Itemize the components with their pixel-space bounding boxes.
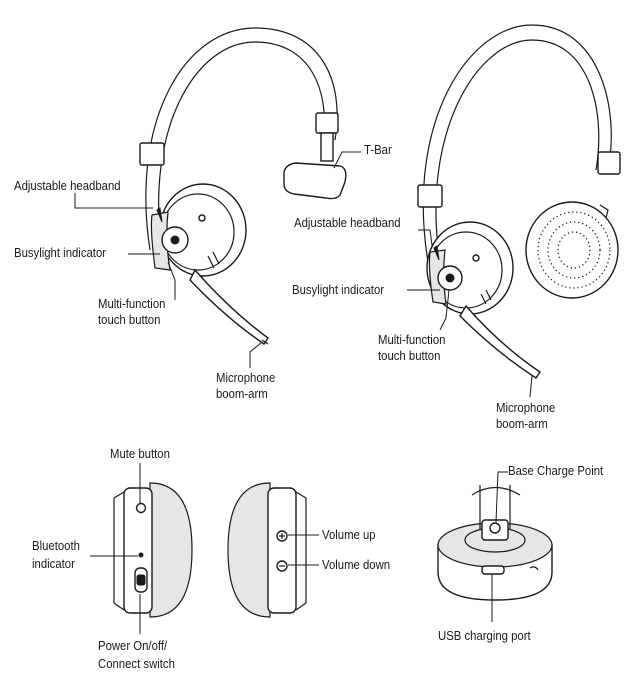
headband-slider-right-2	[597, 151, 621, 175]
headband-slider-left	[139, 142, 165, 166]
mute-button-shape	[135, 502, 147, 514]
left-cup-side-view	[113, 482, 193, 618]
usb-charging-port-label: USB charging port	[438, 628, 531, 643]
volume-up-label: Volume up	[322, 527, 376, 542]
t-bar-label: T-Bar	[364, 142, 392, 157]
microphone-label-2-line1: Microphone	[496, 400, 556, 415]
mute-button-label: Mute button	[110, 446, 170, 461]
microphone-label-2-line2: boom-arm	[496, 416, 548, 431]
stereo-right-cushion	[525, 201, 619, 299]
power-switch-label-line2: Connect switch	[98, 656, 175, 671]
multi-function-label-2-line2: touch button	[378, 348, 441, 363]
stereo-headset-illustration	[417, 24, 621, 379]
leader-lines	[74, 151, 533, 634]
t-bar-pad	[283, 162, 347, 200]
base-charge-point-label: Base Charge Point	[508, 463, 604, 478]
multi-function-label-2-line1: Multi-function	[378, 332, 446, 347]
microphone-label-1-line1: Microphone	[216, 370, 276, 385]
usb-port-shape	[481, 565, 505, 575]
adjustable-headband-label-2: Adjustable headband	[294, 215, 401, 230]
right-cup-side-view	[227, 482, 307, 618]
stereo-mic-boom	[459, 304, 541, 379]
bluetooth-indicator-dot	[138, 552, 144, 558]
busylight-indicator-label-2: Busylight indicator	[292, 282, 385, 297]
mono-mic-boom	[189, 268, 269, 345]
volume-down-label: Volume down	[322, 557, 391, 572]
multi-function-label-1-line2: touch button	[98, 312, 161, 327]
power-switch-label-line1: Power On/off/	[98, 638, 168, 653]
charging-base-illustration	[437, 485, 553, 601]
bluetooth-indicator-label-line1: Bluetooth	[32, 538, 80, 553]
headband-slider-left-2	[417, 184, 443, 208]
multi-function-label-1-line1: Multi-function	[98, 296, 166, 311]
headband-slider-right	[315, 112, 339, 134]
bluetooth-indicator-label-line2: indicator	[32, 556, 75, 571]
busylight-indicator-label-1: Busylight indicator	[14, 245, 107, 260]
adjustable-headband-label-1: Adjustable headband	[14, 178, 121, 193]
mono-headset-illustration	[139, 27, 347, 345]
microphone-label-1-line2: boom-arm	[216, 386, 268, 401]
t-bar-stem	[320, 132, 334, 162]
